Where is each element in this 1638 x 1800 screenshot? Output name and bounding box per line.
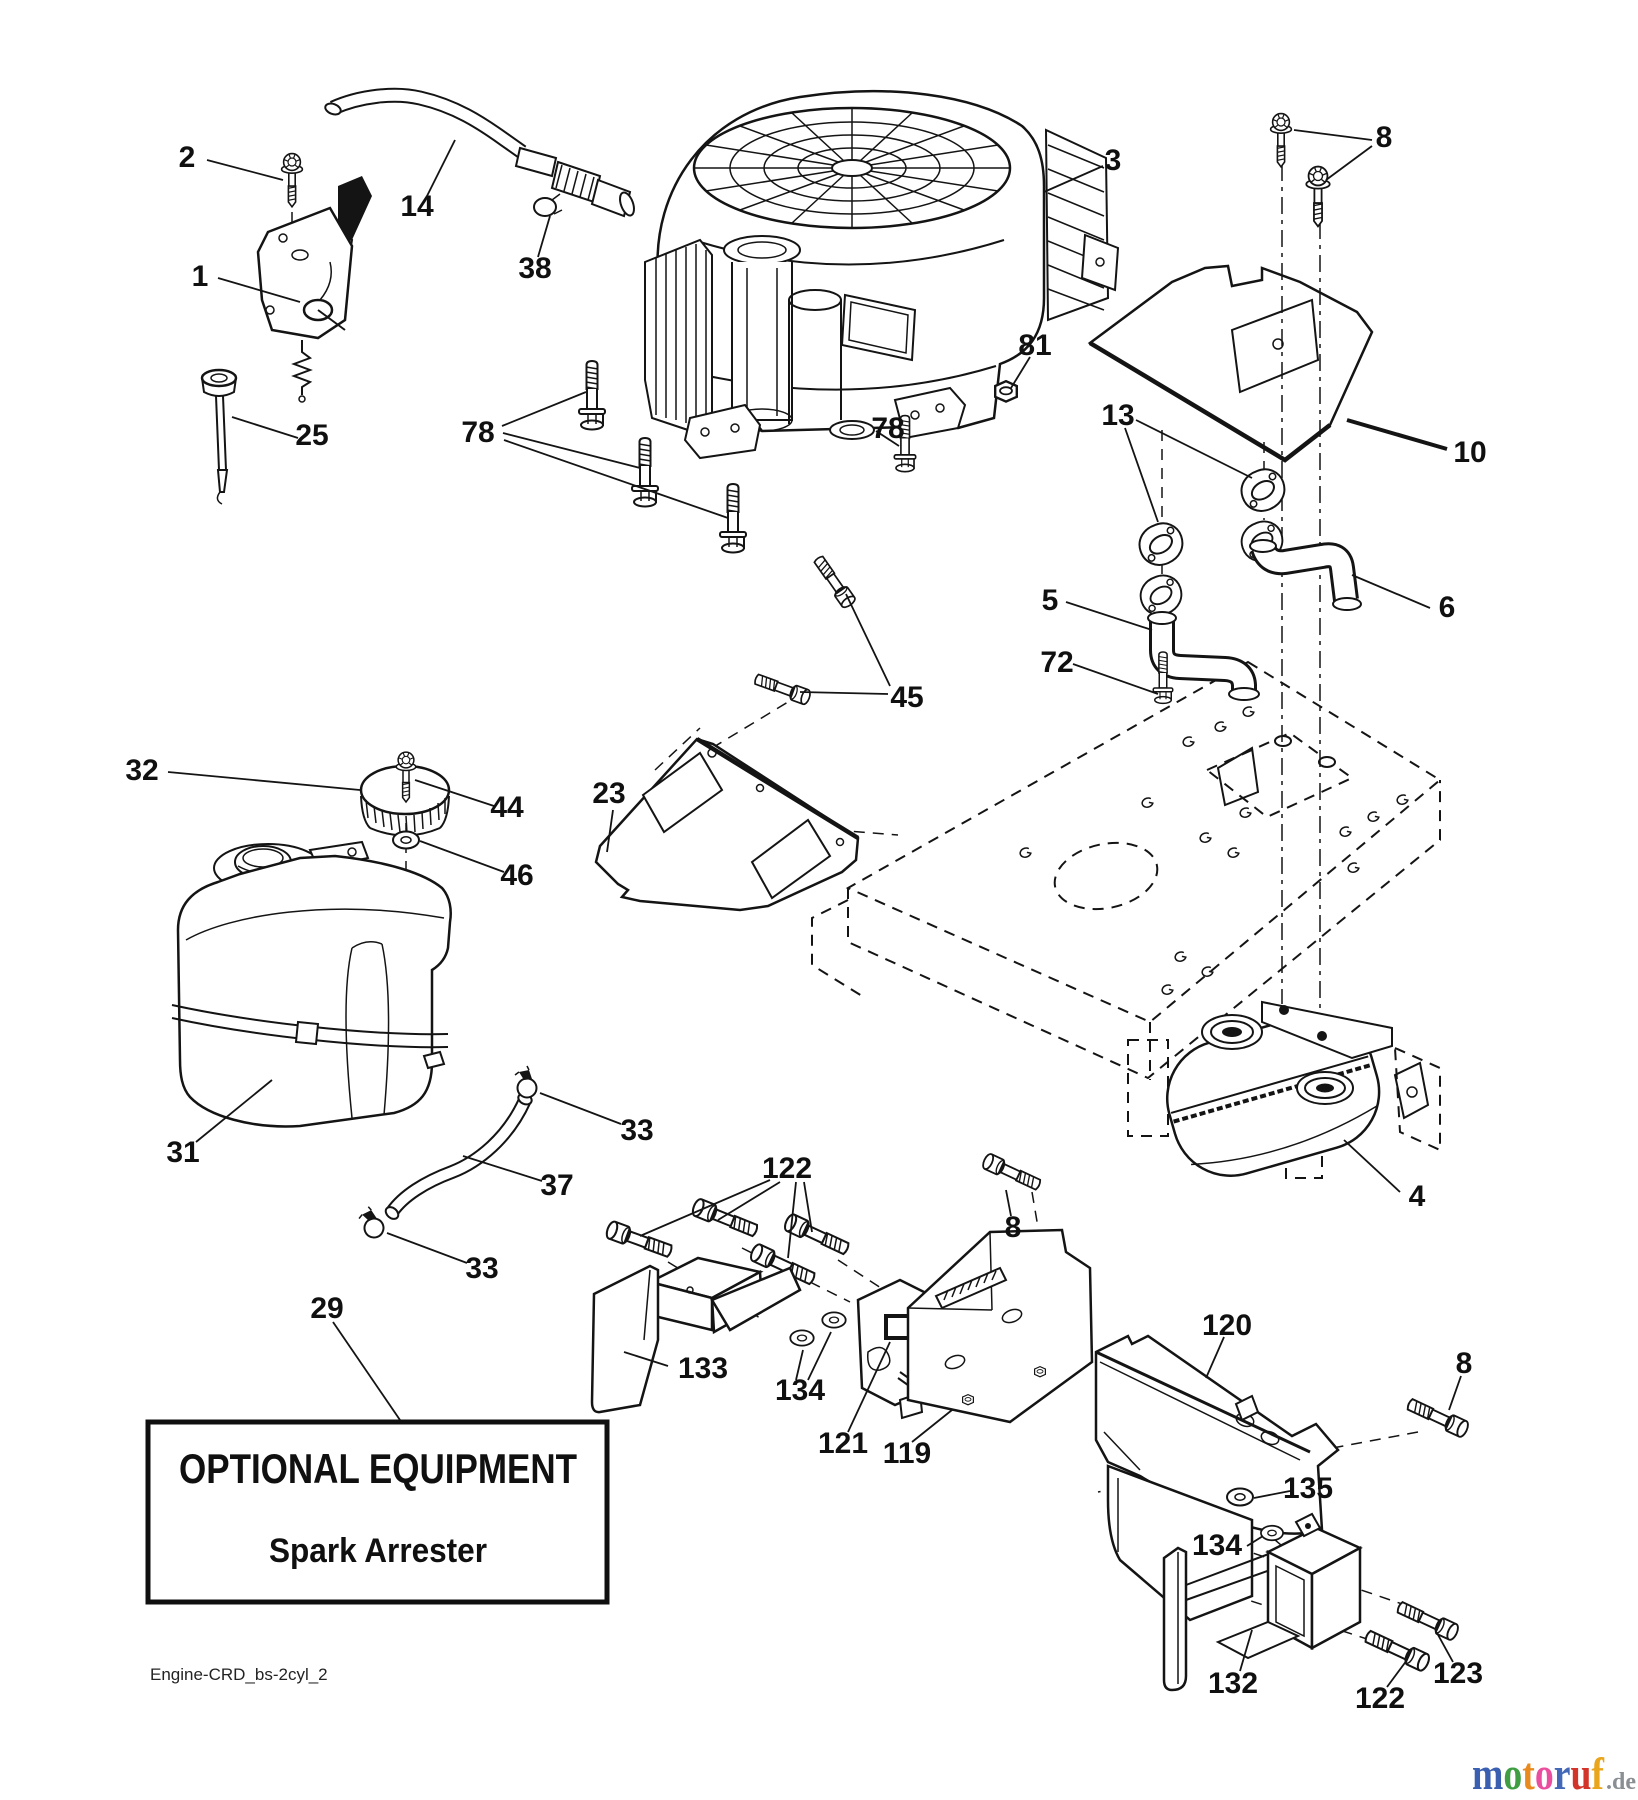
callout-44: 44 [490, 791, 524, 824]
callout-134-mid: 134 [775, 1374, 825, 1407]
heat-shield-top [1087, 264, 1374, 463]
callout-29: 29 [310, 1292, 343, 1325]
callout-134-lower: 134 [1192, 1529, 1242, 1562]
throttle-control [256, 152, 372, 403]
washer-134-lower [1260, 1524, 1284, 1542]
flywheel-fan-screen [692, 106, 1012, 230]
spark-arrester-subtitle: Spark Arrester [269, 1532, 487, 1570]
callout-1: 1 [192, 260, 209, 293]
callout-120: 120 [1202, 1309, 1252, 1342]
lower-shield-132 [1162, 1512, 1363, 1692]
bracket-screw-45a [752, 670, 813, 707]
drawing-code: Engine-CRD_bs-2cyl_2 [150, 1665, 328, 1684]
callout-25: 25 [295, 419, 328, 452]
callout-81: 81 [1018, 329, 1051, 362]
heat-shield-120 [1094, 1334, 1340, 1622]
watermark-wordmark: motoruf [1472, 1748, 1605, 1799]
fuel-tank-31 [171, 840, 452, 1128]
callout-121: 121 [818, 1427, 868, 1460]
callout-10: 10 [1453, 436, 1486, 469]
leader-lines [167, 129, 1462, 1688]
spark-arrester-assembly [590, 1151, 1472, 1692]
muffler-guard-plate-119 [906, 1228, 1094, 1424]
callout-78-right: 78 [871, 412, 904, 445]
callout-72: 72 [1040, 646, 1073, 679]
callout-5: 5 [1042, 584, 1059, 617]
bolt-122-bottom [1361, 1626, 1433, 1674]
optional-equipment-title: OPTIONAL EQUIPMENT [179, 1445, 577, 1492]
callout-119: 119 [883, 1437, 931, 1470]
callout-135: 135 [1283, 1472, 1333, 1505]
callout-2: 2 [179, 141, 196, 174]
callout-8-top: 8 [1376, 121, 1393, 154]
optional-equipment-box: OPTIONAL EQUIPMENT Spark Arrester [145, 1419, 610, 1605]
bolt-8-mid [980, 1151, 1044, 1194]
callout-31: 31 [166, 1136, 199, 1169]
callout-33-upper: 33 [620, 1114, 653, 1147]
callout-8-mid: 8 [1005, 1211, 1022, 1244]
watermark-domain-suffix: .de [1606, 1769, 1636, 1795]
exhaust-pipe-right [1249, 539, 1362, 611]
washer-135 [1226, 1487, 1254, 1507]
callout-3: 3 [1105, 144, 1122, 177]
breather-hose-14 [324, 87, 527, 159]
callout-8-right: 8 [1456, 1347, 1473, 1380]
callout-122-bottom: 122 [1355, 1682, 1405, 1715]
muffler [1165, 1000, 1393, 1177]
cylinder-fins-right [1044, 128, 1120, 322]
callout-78-left: 78 [461, 416, 494, 449]
callout-133: 133 [678, 1352, 728, 1385]
muffler-bracket [1261, 1000, 1393, 1060]
callout-6: 6 [1439, 591, 1456, 624]
hose-clamp-upper [514, 1065, 538, 1099]
engine-bracket-23 [594, 553, 860, 912]
callout-23: 23 [592, 777, 625, 810]
cylinder-fins-left [644, 238, 713, 432]
tank-washer-46 [392, 830, 420, 850]
washer-134b [821, 1311, 847, 1329]
callout-37: 37 [540, 1169, 573, 1202]
muffler-outlet-ports [1201, 1014, 1354, 1105]
callout-32: 32 [125, 754, 158, 787]
callout-38: 38 [518, 252, 551, 285]
callout-132: 132 [1208, 1667, 1258, 1700]
hose-fitting-38 [514, 146, 635, 218]
callout-14: 14 [400, 190, 434, 223]
hose-clamp-lower [355, 1203, 387, 1242]
engine-assembly [644, 90, 1120, 460]
starter-box [840, 293, 917, 362]
oil-fill-tube [723, 235, 842, 432]
watermark-logo: motoruf .de [1472, 1748, 1636, 1799]
callout-labels: 1 2 3 4 5 6 8 8 8 10 13 14 23 25 29 31 3… [125, 121, 1486, 1715]
bolt-123 [1394, 1598, 1462, 1643]
heat-shield-133 [590, 1256, 802, 1414]
callout-33-lower: 33 [465, 1252, 498, 1285]
engine-mount-feet [683, 386, 967, 460]
callout-123: 123 [1433, 1657, 1483, 1690]
fuel-hose-group [355, 1065, 538, 1242]
washer-134a [789, 1329, 815, 1347]
callout-4: 4 [1409, 1180, 1426, 1213]
callout-13: 13 [1101, 399, 1134, 432]
oil-dipstick [200, 368, 238, 505]
callout-46: 46 [500, 859, 533, 892]
fuel-tank-group [171, 751, 452, 1128]
callout-122-top: 122 [762, 1152, 812, 1185]
callout-45: 45 [890, 681, 923, 714]
